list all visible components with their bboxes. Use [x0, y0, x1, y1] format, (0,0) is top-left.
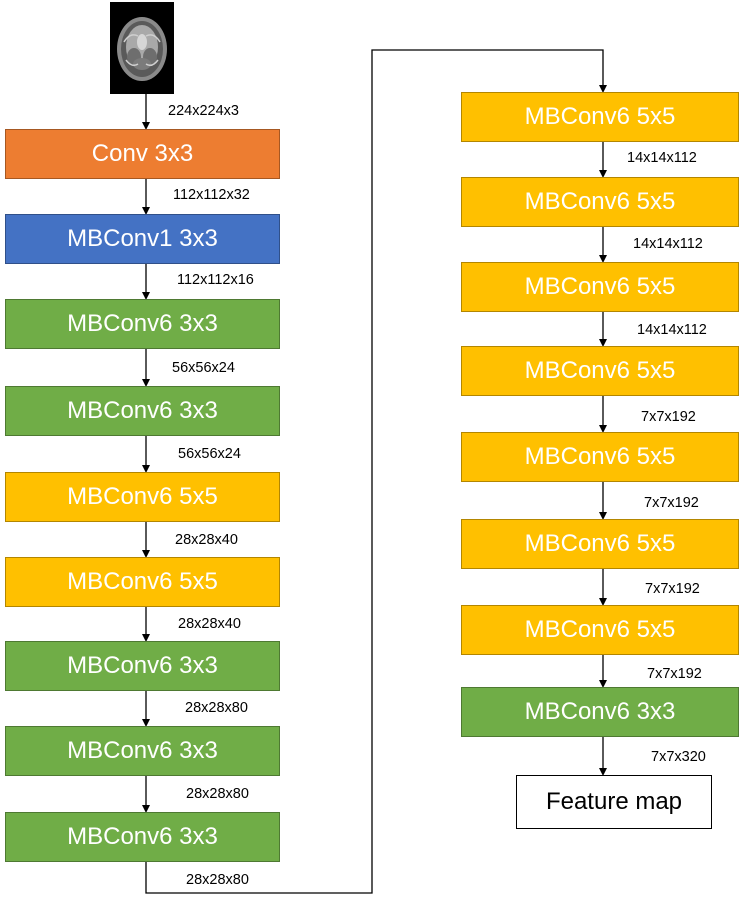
- feature-map-block: Feature map: [516, 775, 712, 829]
- layer-label: MBConv1 3x3: [67, 225, 218, 252]
- right-layer-block: MBConv6 5x5: [461, 432, 739, 482]
- right-layer-block: MBConv6 3x3: [461, 687, 739, 737]
- tensor-dimension-label: 56x56x24: [172, 360, 235, 376]
- input-mri-image: [110, 2, 174, 94]
- tensor-dimension-label: 28x28x80: [185, 700, 248, 716]
- left-layer-block: MBConv6 3x3: [5, 641, 280, 691]
- tensor-dimension-label: 7x7x192: [641, 409, 696, 425]
- layer-label: MBConv6 5x5: [524, 273, 676, 300]
- layer-label: MBConv6 3x3: [67, 823, 218, 850]
- left-layer-block: MBConv6 3x3: [5, 726, 280, 776]
- layer-label: MBConv6 3x3: [67, 652, 218, 679]
- right-layer-block: MBConv6 5x5: [461, 605, 739, 655]
- layer-label: MBConv6 5x5: [524, 616, 676, 643]
- left-layer-block: MBConv1 3x3: [5, 214, 280, 264]
- left-layer-block: MBConv6 3x3: [5, 386, 280, 436]
- left-layer-block: Conv 3x3: [5, 129, 280, 179]
- tensor-dimension-label: 28x28x40: [175, 532, 238, 548]
- tensor-dimension-label: 28x28x40: [178, 616, 241, 632]
- layer-label: MBConv6 3x3: [67, 397, 218, 424]
- right-layer-block: MBConv6 5x5: [461, 346, 739, 396]
- right-layer-block: MBConv6 5x5: [461, 92, 739, 142]
- layer-label: MBConv6 5x5: [524, 530, 676, 557]
- right-layer-block: MBConv6 5x5: [461, 262, 739, 312]
- left-layer-block: MBConv6 5x5: [5, 557, 280, 607]
- layer-label: MBConv6 5x5: [524, 103, 676, 130]
- tensor-dimension-label: 7x7x192: [647, 666, 702, 682]
- layer-label: MBConv6 3x3: [67, 737, 218, 764]
- layer-label: MBConv6 5x5: [67, 568, 218, 595]
- tensor-dimension-label: 7x7x192: [645, 581, 700, 597]
- layer-label: MBConv6 5x5: [524, 443, 676, 470]
- right-layer-block: MBConv6 5x5: [461, 177, 739, 227]
- layer-label: MBConv6 5x5: [524, 188, 676, 215]
- tensor-dimension-label: 7x7x192: [644, 495, 699, 511]
- layer-label: MBConv6 5x5: [67, 483, 218, 510]
- tensor-dimension-label: 28x28x80: [186, 872, 249, 888]
- tensor-dimension-label: 14x14x112: [637, 322, 707, 338]
- tensor-dimension-label: 14x14x112: [627, 150, 697, 166]
- brain-mri-icon: [110, 2, 174, 94]
- layer-label: MBConv6 3x3: [524, 698, 676, 725]
- tensor-dimension-label: 14x14x112: [633, 236, 703, 252]
- right-layer-block: MBConv6 5x5: [461, 519, 739, 569]
- tensor-dimension-label: 56x56x24: [178, 446, 241, 462]
- tensor-dimension-label: 112x112x16: [177, 272, 254, 288]
- left-layer-block: MBConv6 3x3: [5, 812, 280, 862]
- tensor-dimension-label: 224x224x3: [168, 103, 239, 119]
- layer-label: Feature map: [545, 788, 683, 815]
- layer-label: MBConv6 3x3: [67, 310, 218, 337]
- column-connector-arrow: [145, 49, 607, 894]
- left-layer-block: MBConv6 5x5: [5, 472, 280, 522]
- left-layer-block: MBConv6 3x3: [5, 299, 280, 349]
- layer-label: MBConv6 5x5: [524, 357, 676, 384]
- tensor-dimension-label: 7x7x320: [651, 749, 706, 765]
- layer-label: Conv 3x3: [91, 140, 194, 167]
- tensor-dimension-label: 28x28x80: [186, 786, 249, 802]
- tensor-dimension-label: 112x112x32: [173, 187, 250, 203]
